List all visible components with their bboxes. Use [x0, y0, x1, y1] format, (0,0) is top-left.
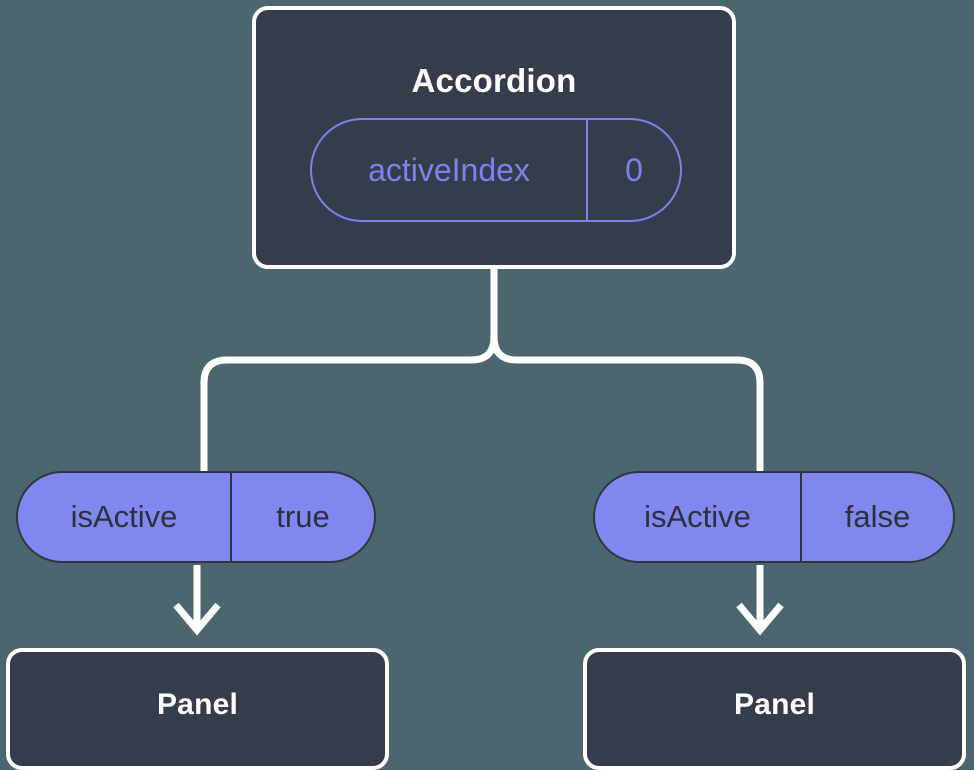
accordion-title: Accordion — [411, 62, 577, 99]
prop-pill-key: isActive — [18, 473, 232, 561]
state-pill-value: 0 — [625, 151, 643, 188]
down-arrow-icon-right — [736, 602, 784, 636]
component-node-panel-right[interactable]: Panel — [583, 648, 966, 770]
prop-pill-isactive-false[interactable]: isActive false — [593, 471, 955, 563]
state-pill-key: activeIndex — [312, 120, 588, 220]
prop-pill-key: isActive — [595, 473, 802, 561]
connector-fork — [200, 336, 498, 475]
prop-pill-isactive-true[interactable]: isActive true — [16, 471, 376, 563]
component-node-panel-left[interactable]: Panel — [6, 648, 389, 770]
connector-fork-right — [490, 336, 764, 475]
panel-title-left: Panel — [156, 688, 239, 721]
prop-pill-value: true — [276, 499, 330, 534]
panel-title-right: Panel — [733, 688, 816, 721]
down-arrow-icon-left — [173, 602, 221, 636]
state-pill-activeindex[interactable]: activeIndex 0 — [310, 118, 682, 222]
prop-pill-value: false — [844, 499, 911, 534]
